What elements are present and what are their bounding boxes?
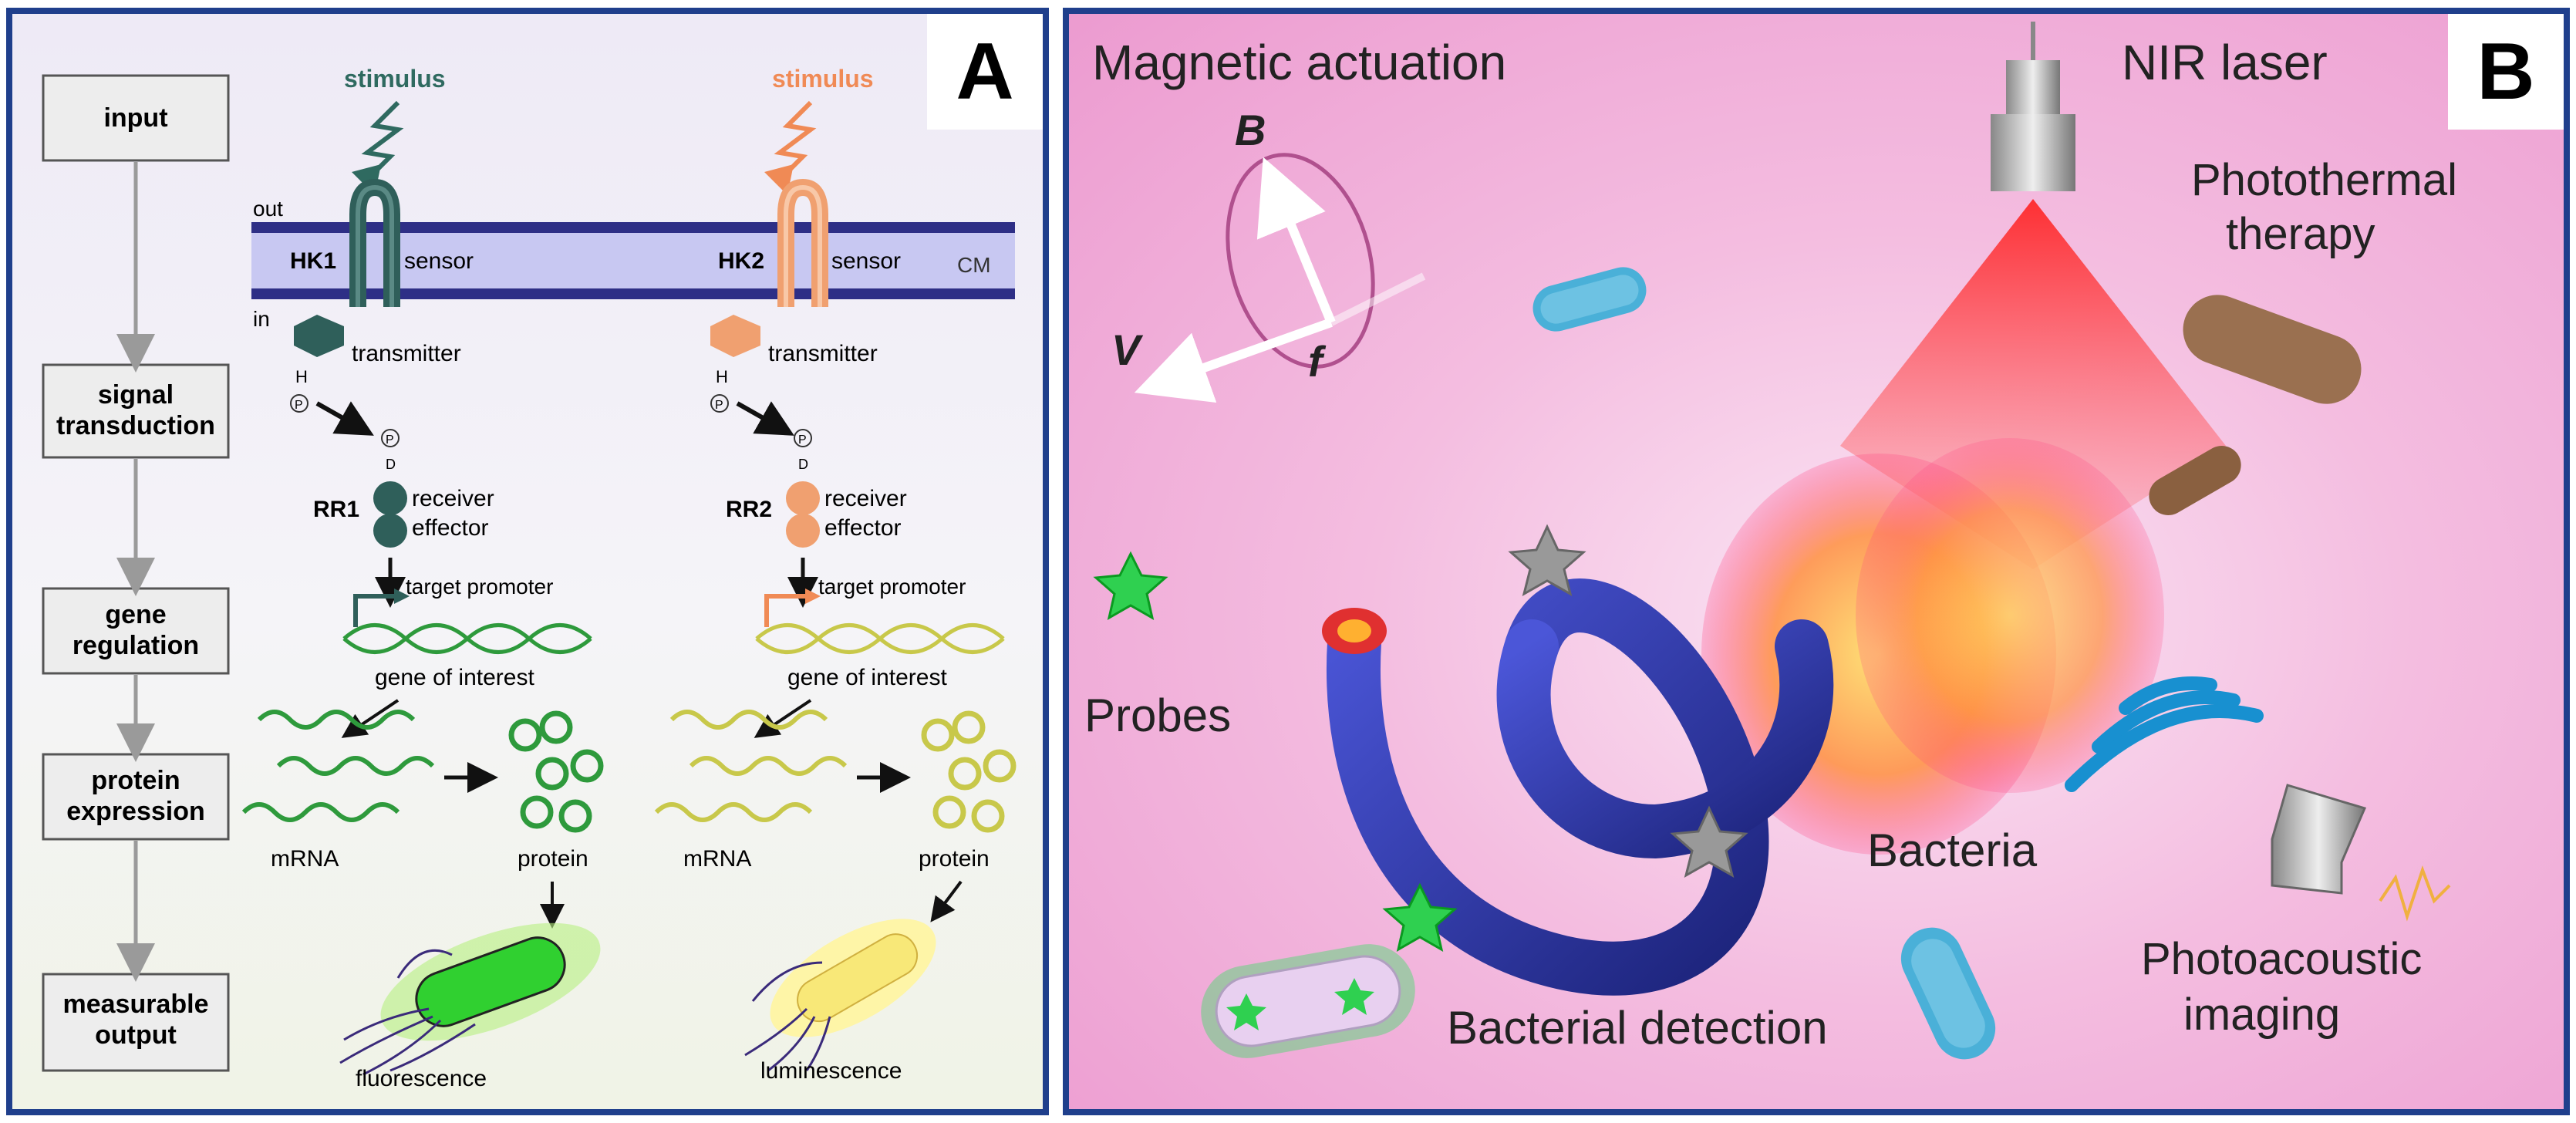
bacterial-detection-label: Bacterial detection <box>1447 1002 1828 1054</box>
protein-left-label: protein <box>518 846 588 872</box>
svg-text:P: P <box>715 399 723 412</box>
hk2-h-label: H <box>716 367 728 386</box>
hk2-sensor-kinase: HK2 sensor transmitter H P <box>710 178 901 436</box>
bacterium-blue-bottom <box>1900 927 1996 1060</box>
mrna-right <box>654 710 848 822</box>
probes-label: Probes <box>1084 690 1231 741</box>
rr2-receiver-label: receiver <box>824 486 907 511</box>
fluorescent-bacterium <box>339 922 601 1076</box>
svg-text:D: D <box>798 457 808 472</box>
mrna-left-label: mRNA <box>271 846 339 872</box>
rr2-response-regulator: P D RR2 receiver effector <box>726 429 907 608</box>
label-in: in <box>253 307 270 331</box>
bacterium-brown-small <box>2149 446 2241 515</box>
hk1-label: HK1 <box>290 248 336 274</box>
stimulus-left: stimulus <box>344 65 446 195</box>
photoacoustic-transducer <box>2065 676 2451 922</box>
dna-right: target promoter gene of interest <box>755 575 1005 690</box>
probe-star-icon <box>1093 551 1168 620</box>
svg-text:P: P <box>798 433 807 447</box>
microrobot-diagram: Magnetic actuation NIR laser B V f Photo… <box>1084 22 2457 1060</box>
hk1-sensor-label: sensor <box>404 248 474 274</box>
coil-stars <box>1508 524 1748 879</box>
target-promoter-right: target promoter <box>818 575 966 599</box>
protein-left <box>508 710 604 833</box>
helical-microrobot <box>1326 578 1834 996</box>
f-symbol: f <box>1308 337 1327 386</box>
hk2-label: HK2 <box>718 248 764 274</box>
hk1-sensor-kinase: HK1 sensor transmitter H P <box>290 178 474 436</box>
panel-b: B Magnetic actuat <box>1063 8 2570 1115</box>
stimulus-right: stimulus <box>764 65 874 195</box>
label-out: out <box>253 197 283 221</box>
hk2-sensor-label: sensor <box>831 248 901 274</box>
panel-a-letter: A <box>927 14 1043 130</box>
magnetic-actuation-label: Magnetic actuation <box>1092 35 1506 90</box>
protein-right-label: protein <box>919 846 990 872</box>
label-cm: CM <box>957 253 991 277</box>
rr2-label: RR2 <box>726 497 772 522</box>
hk1-h-label: H <box>295 367 308 386</box>
hk1-transmitter-label: transmitter <box>352 341 461 366</box>
rr1-response-regulator: P D RR1 receiver effector <box>313 429 494 608</box>
bacteria-label: Bacteria <box>1867 825 2038 876</box>
svg-text:P: P <box>295 399 303 412</box>
step-label-input: input <box>103 103 167 133</box>
rr1-receiver-label: receiver <box>412 486 494 511</box>
bacterium-blue-top <box>1532 267 1647 332</box>
luminescent-bacterium <box>744 919 936 1072</box>
fluorescence-label: fluorescence <box>356 1066 487 1091</box>
step-box-input: input <box>42 74 230 162</box>
svg-text:D: D <box>386 457 396 472</box>
panel-b-letter: B <box>2448 14 2564 130</box>
protein-right <box>921 710 1017 833</box>
detected-bacterium <box>1201 944 1415 1058</box>
stimulus-right-label: stimulus <box>772 65 874 93</box>
dna-left: target promoter gene of interest <box>342 575 592 690</box>
svg-text:P: P <box>386 433 394 447</box>
probe-star-tip-icon <box>1382 882 1458 952</box>
gene-of-interest-right: gene of interest <box>787 665 947 690</box>
target-promoter-left: target promoter <box>406 575 553 599</box>
mrna-right-label: mRNA <box>683 846 751 872</box>
b-symbol: B <box>1235 106 1266 154</box>
stimulus-left-label: stimulus <box>344 65 446 93</box>
mrna-left <box>241 710 435 822</box>
gene-of-interest-left: gene of interest <box>375 665 534 690</box>
bacterium-brown-large <box>2183 295 2362 404</box>
rr2-effector-label: effector <box>824 515 902 541</box>
rr1-effector-label: effector <box>412 515 489 541</box>
hk2-transmitter-label: transmitter <box>768 341 878 366</box>
magnetic-field-icon: B V f <box>1111 106 1426 403</box>
nir-laser-label: NIR laser <box>2122 35 2328 90</box>
v-symbol: V <box>1111 325 1144 374</box>
luminescence-label: luminescence <box>760 1058 902 1084</box>
rr1-label: RR1 <box>313 497 359 522</box>
